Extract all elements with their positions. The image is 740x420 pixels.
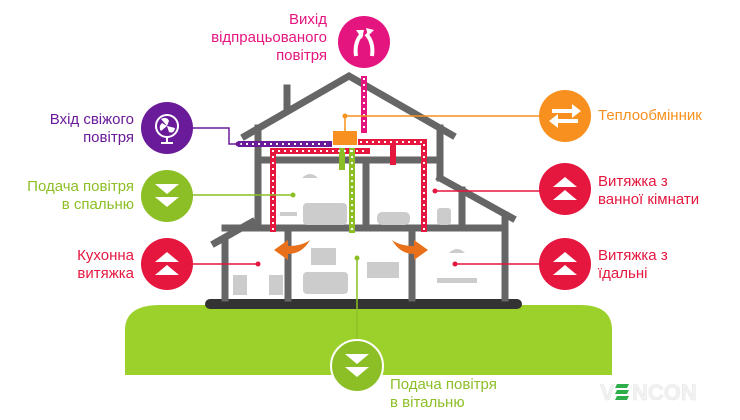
label-line: їдальні [598,265,648,282]
label-fresh-in: Вхід свіжого повітря [50,111,134,147]
label-line: Теплообмінник [598,107,702,124]
label-line: повітря [276,47,327,64]
label-line: Кухонна [77,247,134,264]
label-line: Витяжка з [598,173,668,190]
furniture [233,174,477,295]
exchange-arrows-icon [539,90,591,142]
label-supply-living: Подача повітря в вітальню [390,376,497,412]
label-line: Витяжка з [598,247,668,264]
label-dining-extract: Витяжка з їдальні [598,247,668,283]
double-chevron-up-icon [539,163,591,215]
double-chevron-up-icon [141,238,193,290]
label-line: Подача повітря [27,178,134,195]
label-line: повітря [83,129,134,146]
airflow-arrow-left [274,240,310,260]
label-line: відпрацьованого [211,29,327,46]
label-line: Подача повітря [390,376,497,393]
label-supply-bedroom: Подача повітря в спальню [27,178,134,214]
airflow-arrow-right [392,240,428,260]
vencon-logo: V NCON [600,380,697,406]
label-kitchen-extract: Кухонна витяжка [77,247,134,283]
ground [125,305,612,375]
curved-arrows-out-icon [338,16,390,68]
label-heat-exchanger: Теплообмінник [598,107,702,125]
double-chevron-down-icon [141,170,193,222]
foundation [205,299,522,309]
label-bathroom-extract: Витяжка з ванної кімнати [598,173,699,209]
leader-dots [235,113,458,267]
fan-icon [141,102,193,154]
label-line: витяжка [77,265,134,282]
label-line: ванної кімнати [598,191,700,208]
label-line: в спальню [61,196,134,213]
label-line: Вхід свіжого [49,111,134,128]
label-line: в вітальню [390,394,465,411]
label-exhaust-out: Вихід відпрацьованого повітря [211,11,327,65]
svg-text:NCON: NCON [632,380,697,405]
label-line: Вихід [289,11,327,28]
double-chevron-up-icon [539,238,591,290]
duct-flow-dots [240,78,425,231]
heat-exchanger-unit [333,131,357,145]
svg-text:V: V [600,380,615,405]
double-chevron-down-icon [330,339,384,393]
